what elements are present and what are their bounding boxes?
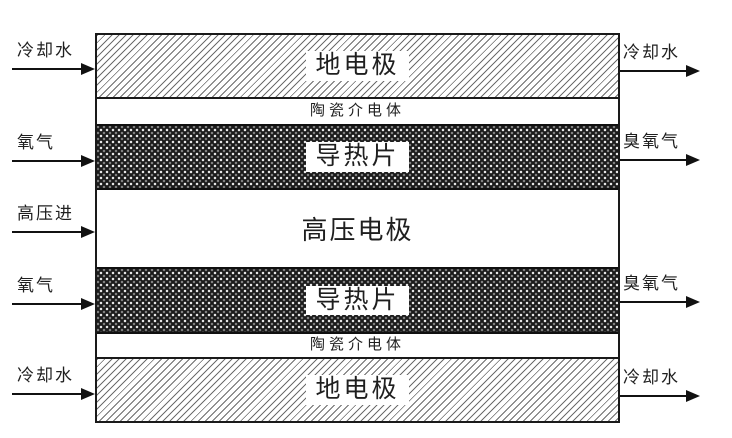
layer-heat-sheet-bottom: 导热片: [97, 267, 618, 334]
heat-sheet-bottom-label: 导热片: [306, 285, 409, 316]
hv-electrode-label: 高压电极: [301, 216, 414, 245]
ground-electrode-bottom-label: 地电极: [306, 375, 409, 405]
outlet-ozone-bottom: 臭氧气: [620, 274, 700, 308]
ceramic-dielectric-top-label: 陶瓷介电体: [309, 103, 405, 119]
ozone-bottom-out-label: 臭氧气: [623, 274, 680, 293]
arrow-shaft: [12, 226, 95, 238]
arrow-right-icon: [686, 65, 700, 77]
arrow-shaft: [12, 388, 95, 400]
inlet-high-voltage: 高压进: [12, 204, 95, 238]
generator-stack: 地电极 陶瓷介电体 导热片 高压电极 导热片 陶瓷介电体 地电极: [95, 33, 620, 423]
layer-hv-electrode: 高压电极: [97, 190, 618, 267]
layer-ceramic-dielectric-top: 陶瓷介电体: [97, 99, 618, 124]
arrow-shaft: [620, 65, 700, 77]
cooling-water-top-in-label: 冷却水: [17, 41, 74, 60]
heat-sheet-top-label: 导热片: [306, 142, 409, 172]
arrow-right-icon: [81, 298, 95, 310]
arrow-right-icon: [81, 388, 95, 400]
arrow-shaft: [12, 155, 95, 167]
hv-in-label: 高压进: [17, 204, 74, 223]
ceramic-dielectric-bottom-label: 陶瓷介电体: [309, 337, 405, 353]
arrow-shaft: [12, 63, 95, 75]
inlet-cooling-water-bottom: 冷却水: [12, 366, 95, 400]
cooling-water-top-out-label: 冷却水: [623, 43, 680, 62]
ozone-top-out-label: 臭氧气: [623, 132, 680, 151]
arrow-right-icon: [686, 154, 700, 166]
arrow-right-icon: [81, 226, 95, 238]
outlet-cooling-water-bottom: 冷却水: [620, 368, 700, 402]
layer-ground-electrode-bottom: 地电极: [97, 357, 618, 421]
layer-heat-sheet-top: 导热片: [97, 124, 618, 190]
arrow-right-icon: [686, 296, 700, 308]
outlet-cooling-water-top: 冷却水: [620, 43, 700, 77]
arrow-right-icon: [686, 390, 700, 402]
oxygen-bottom-in-label: 氧气: [17, 276, 55, 295]
cooling-water-bottom-in-label: 冷却水: [17, 366, 74, 385]
inlet-cooling-water-top: 冷却水: [12, 41, 95, 75]
arrow-right-icon: [81, 155, 95, 167]
arrow-right-icon: [81, 63, 95, 75]
inlet-oxygen-top: 氧气: [12, 133, 95, 167]
oxygen-top-in-label: 氧气: [17, 133, 55, 152]
outlet-ozone-top: 臭氧气: [620, 132, 700, 166]
inlet-oxygen-bottom: 氧气: [12, 276, 95, 310]
layer-ceramic-dielectric-bottom: 陶瓷介电体: [97, 334, 618, 357]
arrow-shaft: [12, 298, 95, 310]
ground-electrode-top-label: 地电极: [306, 51, 409, 81]
layer-ground-electrode-top: 地电极: [97, 35, 618, 99]
arrow-shaft: [620, 296, 700, 308]
cooling-water-bottom-out-label: 冷却水: [623, 368, 680, 387]
arrow-shaft: [620, 154, 700, 166]
arrow-shaft: [620, 390, 700, 402]
